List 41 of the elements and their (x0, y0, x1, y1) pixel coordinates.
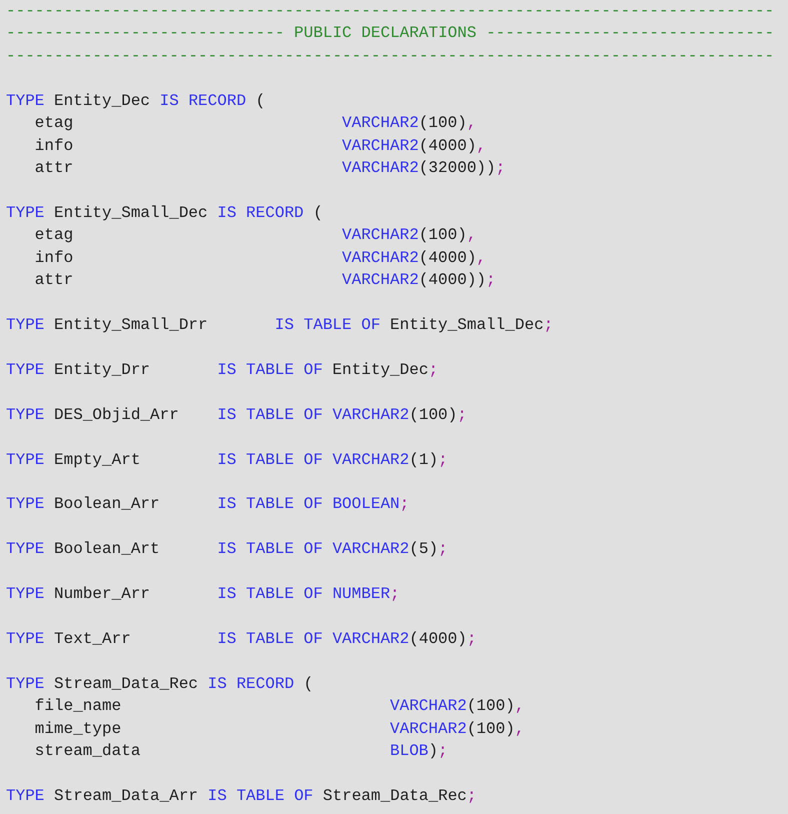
code-text: IS TABLE OF VARCHAR2(100); (217, 404, 467, 426)
code-text: info (34, 136, 74, 157)
code-text: TYPE Number_Arr (6, 584, 150, 606)
code-text: TYPE Entity_Small_Dec IS RECORD ( (6, 202, 323, 224)
code-text: TYPE Boolean_Art (6, 539, 160, 560)
code-text: mime_type (34, 718, 122, 740)
code-text: TYPE Entity_Dec IS RECORD ( (6, 90, 266, 112)
code-text: VARCHAR2(4000), (342, 248, 486, 269)
comment-line: -------------------------------------------------------------------------------- (6, 1, 774, 22)
code-text: etag (34, 113, 74, 134)
code-text: stream_data (34, 741, 140, 762)
comment-line: ----------------------------- PUBLIC DECLARATIONS ------------------------------ (6, 23, 774, 44)
code-text: IS TABLE OF VARCHAR2(1); (217, 450, 448, 471)
code-text: TYPE Entity_Drr (6, 360, 150, 381)
code-text: IS TABLE OF VARCHAR2(5); (217, 539, 448, 560)
code-text: IS TABLE OF Entity_Dec; (217, 360, 438, 381)
code-text: VARCHAR2(100), (342, 113, 476, 134)
code-text: TYPE Empty_Art (6, 450, 140, 471)
code-text: VARCHAR2(100), (342, 225, 476, 246)
code-text: TYPE Entity_Small_Drr (6, 315, 208, 336)
code-text: IS TABLE OF BOOLEAN; (217, 494, 410, 516)
code-text: IS TABLE OF VARCHAR2(4000); (217, 629, 476, 650)
code-text: VARCHAR2(100), (390, 696, 524, 718)
code-text: BLOB); (390, 741, 448, 762)
code-text: attr (34, 158, 74, 179)
code-text: TYPE Stream_Data_Arr IS TABLE OF Stream_Data_Rec; (6, 786, 477, 808)
code-text: attr (34, 270, 74, 292)
code-text: etag (34, 225, 74, 246)
comment-line: -------------------------------------------------------------------------------- (6, 46, 774, 67)
code-text: VARCHAR2(32000)); (342, 158, 506, 179)
code-text: TYPE Boolean_Arr (6, 494, 160, 516)
code-text: TYPE Stream_Data_Rec IS RECORD ( (6, 674, 314, 695)
code-text: TYPE DES_Objid_Arr (6, 404, 179, 426)
code-text: VARCHAR2(4000)); (342, 270, 496, 292)
code-text: VARCHAR2(4000), (342, 136, 486, 157)
code-text: info (34, 248, 74, 269)
code-text: IS TABLE OF Entity_Small_Dec; (274, 315, 554, 336)
code-text: IS TABLE OF NUMBER; (217, 584, 400, 606)
code-text: TYPE Text_Arr (6, 629, 131, 650)
code-text: file_name (34, 696, 122, 718)
code-text: VARCHAR2(100), (390, 718, 524, 740)
